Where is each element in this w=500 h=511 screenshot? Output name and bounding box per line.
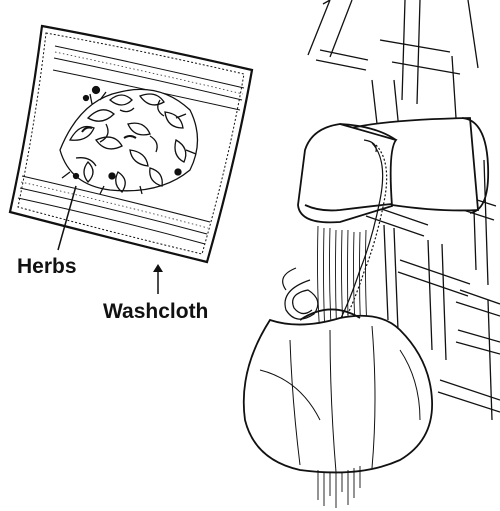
washcloth: [10, 26, 252, 262]
washcloth-pointer-arrowhead: [153, 264, 163, 272]
herb-bag: [244, 309, 432, 472]
faucet: [298, 118, 488, 222]
herbs-label: Herbs: [17, 256, 77, 277]
washcloth-label: Washcloth: [103, 301, 208, 322]
